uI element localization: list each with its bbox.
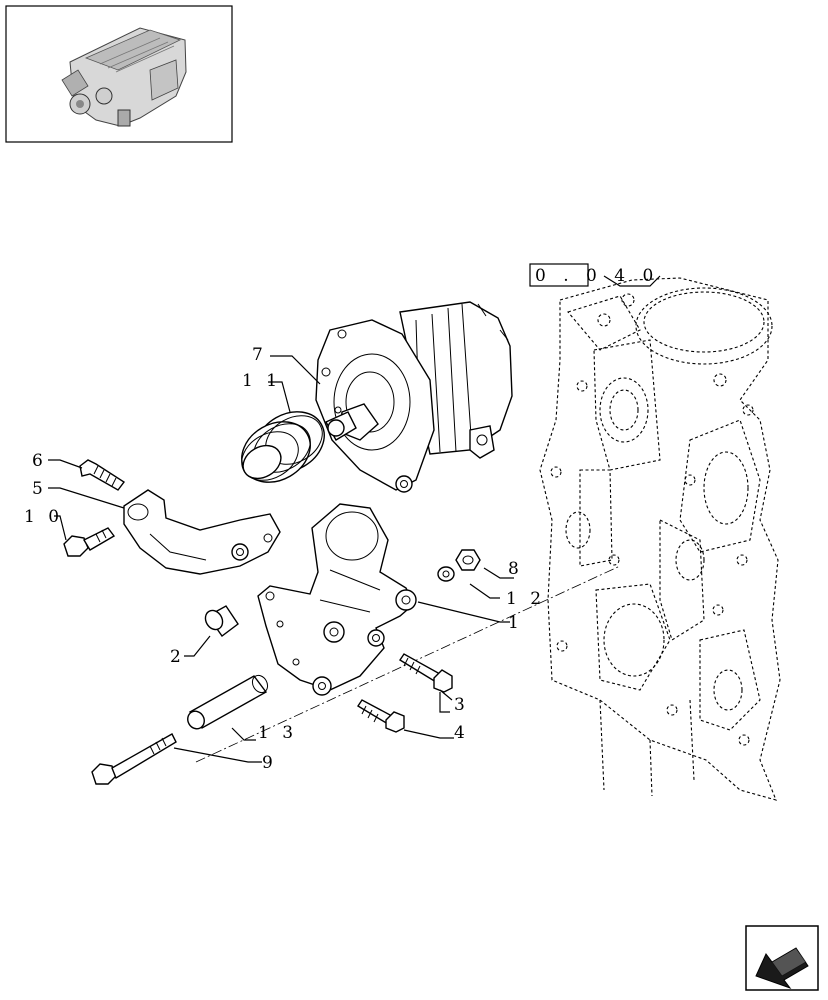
callout-11: 1 1: [242, 371, 281, 391]
callout-10: 1 0: [24, 507, 63, 527]
engine-block-outline: [539, 277, 781, 801]
engine-thumbnail: [5, 5, 233, 143]
spacer[interactable]: [202, 605, 239, 637]
engine-thumbnail-icon: [61, 27, 187, 127]
callout-5: 5: [32, 479, 47, 499]
callout-labels: 7 1 1 6 5 1 0 8 1 2 1 2 3 4 1 3 9: [24, 345, 545, 773]
callout-7: 7: [252, 345, 267, 365]
reference-box[interactable]: 0 . 0 4 0: [529, 263, 661, 287]
alternator-bracket[interactable]: [257, 503, 417, 696]
sleeve[interactable]: [185, 673, 271, 732]
callout-12: 1 2: [506, 589, 545, 609]
callout-2: 2: [170, 647, 185, 667]
pulley[interactable]: [231, 400, 335, 494]
washer[interactable]: [437, 566, 455, 582]
nut[interactable]: [455, 549, 481, 571]
bolt-3[interactable]: [399, 653, 453, 693]
bolt-10[interactable]: [63, 527, 116, 557]
nav-back-button[interactable]: [745, 925, 819, 991]
callout-6: 6: [32, 451, 47, 471]
tension-arm[interactable]: [123, 489, 281, 575]
callout-1: 1: [508, 613, 523, 633]
callout-13: 1 3: [258, 723, 297, 743]
arrow-back-icon: [755, 947, 809, 990]
callout-9: 9: [262, 753, 277, 773]
reference-label: 0 . 0 4 0: [535, 266, 659, 286]
callout-8: 8: [508, 559, 523, 579]
callout-3: 3: [454, 695, 469, 715]
alternator[interactable]: [315, 301, 513, 493]
bolt-6[interactable]: [79, 459, 126, 491]
bolt-9[interactable]: [91, 733, 177, 785]
callout-4: 4: [454, 723, 469, 743]
leader-lines: [48, 355, 514, 763]
bolt-4[interactable]: [357, 699, 405, 733]
